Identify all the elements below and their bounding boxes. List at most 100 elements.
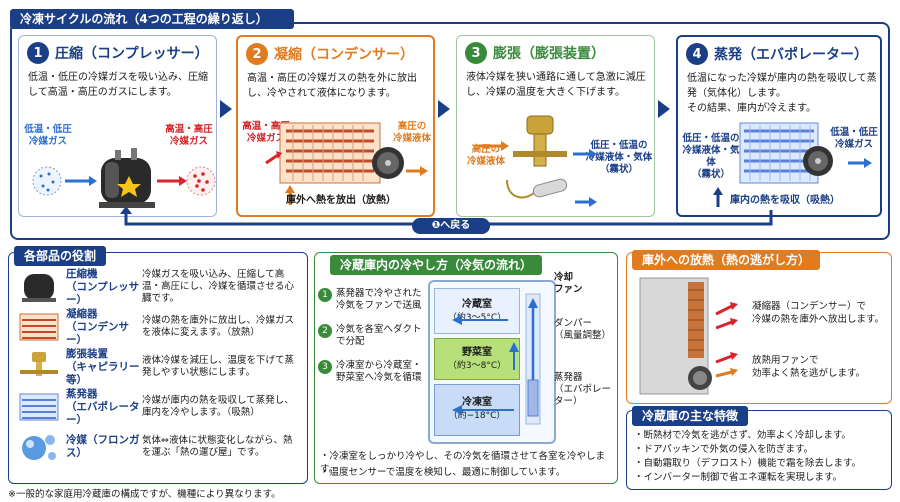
step-description: 低温になった冷媒が庫内の熱を吸収して蒸発（気体化）します。 その結果、庫内が冷え… [687, 73, 877, 114]
cooling-step-text: 冷凍室から冷蔵室・野菜室へ冷気を循環 [336, 360, 422, 383]
flow-arrow [438, 100, 450, 118]
footnote: ※一般的な家庭用冷蔵庫の構成ですが、機種により異なります。 [8, 489, 281, 500]
cooling-step: 1 蒸発器で冷やされた冷気をファンで送風 [318, 288, 424, 312]
condenser-illustration [265, 122, 428, 205]
step-description: 低温・低圧の冷媒ガスを吸い込み、圧縮して高温・高圧のガスにします。 [28, 72, 208, 98]
step-title: 4 蒸発（エバポレーター） [686, 43, 868, 65]
evaporator-label: 蒸発器 （エバポレーター） [554, 372, 612, 407]
cooling-step: 3 冷凍室から冷蔵室・野菜室へ冷気を循環 [318, 360, 424, 384]
part-description: 気体⇔液体に状態変化しながら、熱を運ぶ「熱の運び屋」です。 [142, 435, 293, 458]
step-description: 高温・高圧の冷媒ガスの熱を外に放出し、冷やされて液体になります。 [247, 73, 417, 99]
part-name: 蒸発器 （エバポレーター） [66, 387, 140, 426]
part-row-condenser: 凝縮器 （コンデンサー） 冷媒の熱を庫外に放出し、冷媒ガスを液体に変えます。（放… [12, 308, 306, 346]
step-title: 3 膨張（膨張装置） [465, 42, 605, 64]
cooling-step-text: 冷気を各室へダクトで分配 [336, 324, 422, 347]
feature-item: ・断熱材で冷気を逃がさず、効率よく冷却します。 [634, 430, 851, 441]
step-condensation: 2 凝縮（コンデンサー） 高温・高圧の冷媒ガスの熱を外に放出し、冷やされて液体に… [236, 35, 435, 217]
part-row-refrigerant: 冷媒（フロンガス） 気体⇔液体に状態変化しながら、熱を運ぶ「熱の運び屋」です。 [12, 428, 306, 466]
part-name: 冷媒（フロンガス） [66, 434, 140, 459]
damper-label: ダンパー （風量調整） [554, 318, 612, 341]
part-description: 液体冷媒を減圧し、温度を下げて蒸発しやすい状態にします。 [142, 355, 295, 378]
output-label: 高圧の 冷媒液体 [392, 121, 431, 144]
step-number: 3 [465, 42, 487, 64]
step-description: 液体冷媒を狭い通路に通して急激に減圧し、冷媒の温度を大きく下げます。 [466, 72, 646, 98]
step-heading: 凝縮（コンデンサー） [274, 47, 414, 63]
feature-item: ・自動霜取り（デフロスト）機能で霜を除去します。 [634, 458, 862, 469]
parts-title: 各部品の役割 [14, 246, 107, 266]
cooling-note: ・温度センサーで温度を検知し、最適に制御しています。 [320, 467, 566, 478]
heat-release-label: 庫外へ熱を放出（放熱） [286, 195, 396, 206]
room-temp: （約3〜5°C） [447, 313, 507, 323]
room-temp: （約−18°C） [448, 411, 506, 421]
features-title: 冷蔵庫の主な特徴 [632, 406, 749, 426]
step-heading: 膨張（膨張装置） [493, 46, 605, 62]
refrigerant-bubble-icon [22, 435, 56, 460]
parts-frame [8, 252, 308, 484]
input-label: 高圧の 冷媒液体 [466, 144, 505, 167]
expansion-valve-icon [20, 352, 58, 376]
room-refrigerator: 冷蔵室 （約3〜5°C） [434, 288, 520, 334]
room-name: 冷凍室 [462, 397, 492, 408]
features-frame [626, 410, 892, 490]
room-vegetable: 野菜室 （約3〜8°C） [434, 338, 520, 380]
cooling-step-text: 蒸発器で冷やされた冷気をファンで送風 [336, 288, 422, 311]
room-name: 冷蔵室 [462, 299, 492, 310]
heat-text-fan: 放熱用ファンで 効率よく熱を逃がします。 [752, 355, 866, 379]
output-label: 低圧・低温の 冷媒液体・気体 （霧状） [585, 140, 653, 175]
cooling-step: 2 冷気を各室へダクトで分配 [318, 324, 424, 348]
output-label: 低温・低圧 冷媒ガス [830, 127, 878, 150]
cooling-title: 冷蔵庫内の冷やし方（冷気の流れ） [330, 255, 543, 275]
input-label: 低圧・低温の 冷媒液体・気体 （霧状） [682, 133, 740, 180]
output-label: 高温・高圧 冷媒ガス [165, 124, 213, 147]
heat-absorb-label: 庫内の熱を吸収（吸熱） [730, 195, 840, 206]
compressor-illustration [32, 148, 216, 208]
step-evaporation: 4 蒸発（エバポレーター） 低温になった冷媒が庫内の熱を吸収して蒸発（気体化）し… [676, 35, 882, 217]
step-title: 1 圧縮（コンプレッサー） [27, 42, 209, 64]
cooling-steps: 1 蒸発器で冷やされた冷気をファンで送風 2 冷気を各室へダクトで分配 3 冷凍… [318, 288, 424, 384]
step-number: 2 [246, 43, 268, 65]
cooling-step-number: 3 [318, 360, 332, 374]
step-number: 4 [686, 43, 708, 65]
feature-item: ・ドアパッキンで外気の侵入を防ぎます。 [634, 444, 814, 455]
part-description: 冷媒の熱を庫外に放出し、冷媒ガスを液体に変えます。（放熱） [142, 315, 295, 338]
step-expansion: 3 膨張（膨張装置） 液体冷媒を狭い通路に通して急激に減圧し、冷媒の温度を大きく… [456, 35, 655, 217]
part-row-compressor: 圧縮機 （コンプレッサー） 冷媒ガスを吸い込み、圧縮して高温・高圧にし、冷媒を循… [12, 268, 306, 306]
room-name: 野菜室 [462, 347, 492, 358]
step-heading: 圧縮（コンプレッサー） [55, 46, 209, 62]
flow-arrow [220, 100, 232, 118]
evaporator-illustration [713, 122, 872, 207]
part-name: 膨張装置 （キャピラリー等） [66, 347, 140, 386]
input-label: 低温・低圧 冷媒ガス [24, 124, 72, 147]
room-temp: （約3〜8°C） [447, 361, 507, 371]
heat-title: 庫外への放熱（熱の逃がし方） [632, 250, 821, 270]
fridge-back-illustration [639, 277, 738, 395]
expansion-valve-illustration [479, 115, 597, 207]
step-number: 1 [27, 42, 49, 64]
evaporator-icon [19, 393, 59, 421]
part-row-expansion: 膨張装置 （キャピラリー等） 液体冷媒を減圧し、温度を下げて蒸発しやすい状態にし… [12, 348, 306, 386]
step-heading: 蒸発（エバポレーター） [714, 47, 868, 63]
cycle-frame [10, 22, 890, 240]
feature-item: ・インバーター制御で省エネ運転を実現します。 [634, 472, 843, 483]
compressor-icon [22, 274, 56, 302]
cooling-step-number: 1 [318, 288, 332, 302]
part-description: 冷媒が庫内の熱を吸収して蒸発し、庫内を冷やします。（吸熱） [142, 395, 294, 418]
part-description: 冷媒ガスを吸い込み、圧縮して高温・高圧にし、冷媒を循環させる心臓です。 [142, 269, 295, 304]
cooling-note: ・冷凍室をしっかり冷やし、その冷気を循環させて各室を冷やします。 [320, 451, 606, 475]
condenser-icon [19, 313, 59, 341]
part-row-evaporator: 蒸発器 （エバポレーター） 冷媒が庫内の熱を吸収して蒸発し、庫内を冷やします。（… [12, 388, 306, 426]
part-name: 凝縮器 （コンデンサー） [66, 307, 129, 346]
cooling-frame [314, 252, 618, 484]
heat-text-condenser: 凝縮器（コンデンサー）で 冷媒の熱を庫外へ放出します。 [752, 301, 885, 325]
back-to-step1-label: ❶へ戻る [412, 218, 490, 234]
step-compression: 1 圧縮（コンプレッサー） 低温・低圧の冷媒ガスを吸い込み、圧縮して高温・高圧の… [18, 35, 217, 217]
cold-air-arrows [452, 315, 519, 415]
part-name: 圧縮機 （コンプレッサー） [66, 267, 140, 306]
fan-label: 冷却 ファン [554, 272, 583, 295]
step-title: 2 凝縮（コンデンサー） [246, 43, 414, 65]
cooling-step-number: 2 [318, 324, 332, 338]
input-label: 高温・高圧 冷媒ガス [242, 121, 290, 144]
air-duct-illustration [525, 293, 541, 425]
flow-arrow [658, 100, 670, 118]
cycle-title: 冷凍サイクルの流れ（4つの工程の繰り返し） [10, 9, 294, 29]
